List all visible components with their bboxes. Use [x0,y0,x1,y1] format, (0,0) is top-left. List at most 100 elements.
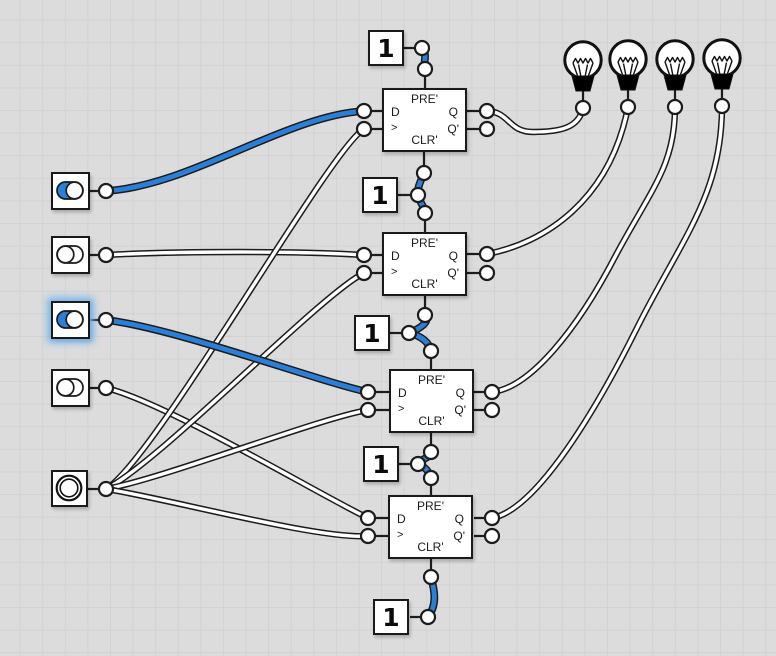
bulb-icon [702,38,742,90]
q-label: Q [448,249,458,263]
toggle-switch-3[interactable] [51,301,90,339]
toggle-switch-4[interactable] [51,369,90,407]
connection-ports [97,39,731,626]
q-label: Q [448,105,458,119]
pin-stubs [88,46,724,619]
constant-label: 1 [363,318,381,348]
clock-label: > [391,266,398,278]
connection-port[interactable] [409,186,427,204]
connection-port[interactable] [483,401,501,419]
pre-label: PRE' [418,373,445,387]
connection-port[interactable] [416,306,434,324]
connection-port[interactable] [355,120,373,138]
connection-port[interactable] [713,97,731,115]
light-bulb-3[interactable] [652,36,698,92]
toggle-on-icon [56,310,84,329]
light-bulb-4[interactable] [699,35,745,91]
connection-port[interactable] [422,443,440,461]
d-label: D [391,249,400,263]
wire-switch2-to-ff2-d[interactable] [106,252,364,255]
toggle-on-icon [56,181,84,200]
bulb-icon [608,39,648,91]
clr-label: CLR' [411,277,438,291]
q-not-label: Q' [447,266,459,280]
d-label: D [397,512,406,526]
connection-port[interactable] [574,99,592,117]
push-button-icon [55,474,83,502]
d-flip-flop-4[interactable]: PRE' D > Q Q' CLR' [388,495,473,559]
connection-port[interactable] [422,568,440,586]
constant-high-4[interactable]: 1 [363,446,399,482]
clr-label: CLR' [417,540,444,554]
constant-high-2[interactable]: 1 [362,177,398,213]
connection-port[interactable] [355,246,373,264]
constant-high-3[interactable]: 1 [354,315,390,351]
clock-label: > [391,122,398,134]
connection-port[interactable] [413,39,431,57]
connection-port[interactable] [416,204,434,222]
constant-label: 1 [372,449,390,479]
connection-port[interactable] [97,311,115,329]
light-bulb-2[interactable] [605,36,651,92]
connection-port[interactable] [478,264,496,282]
connection-port[interactable] [419,608,437,626]
wire-ff3-q-to-bulb3[interactable] [492,107,675,392]
wire-ff1-q-to-bulb1[interactable] [487,108,583,132]
connection-port[interactable] [97,480,115,498]
constant-high-5[interactable]: 1 [373,599,409,635]
connection-port[interactable] [422,469,440,487]
constant-label: 1 [377,33,395,63]
connection-port[interactable] [483,527,501,545]
q-not-label: Q' [453,529,465,543]
clock-label: > [397,529,404,541]
d-label: D [398,386,407,400]
light-bulb-1[interactable] [560,37,606,93]
connection-port[interactable] [359,401,377,419]
d-label: D [391,105,400,119]
toggle-off-icon [56,245,84,264]
connection-port[interactable] [415,164,433,182]
connection-port[interactable] [359,509,377,527]
connection-port[interactable] [478,120,496,138]
toggle-off-icon [56,378,84,397]
connection-port[interactable] [355,264,373,282]
q-label: Q [455,386,465,400]
d-flip-flop-1[interactable]: PRE' D > Q Q' CLR' [382,88,467,152]
connection-port[interactable] [400,324,418,342]
pre-label: PRE' [411,236,438,250]
bulb-icon [655,39,695,91]
pre-label: PRE' [417,499,444,513]
connection-port[interactable] [359,383,377,401]
toggle-switch-2[interactable] [51,236,90,274]
connection-port[interactable] [422,342,440,360]
bulb-icon [563,40,603,92]
clr-label: CLR' [418,414,445,428]
clock-label: > [398,403,405,415]
connection-port[interactable] [409,455,427,473]
q-label: Q [454,512,464,526]
constant-label: 1 [371,180,389,210]
connection-port[interactable] [483,509,501,527]
q-not-label: Q' [447,122,459,136]
pre-label: PRE' [411,92,438,106]
d-flip-flop-3[interactable]: PRE' D > Q Q' CLR' [389,369,474,433]
connection-port[interactable] [483,383,501,401]
push-button[interactable] [51,470,88,507]
connection-port[interactable] [478,102,496,120]
connection-port[interactable] [666,98,684,116]
toggle-switch-1[interactable] [51,172,90,210]
connection-port[interactable] [97,246,115,264]
connection-port[interactable] [416,60,434,78]
q-not-label: Q' [454,403,466,417]
connection-port[interactable] [478,245,496,263]
constant-high-1[interactable]: 1 [368,30,404,66]
d-flip-flop-2[interactable]: PRE' D > Q Q' CLR' [382,232,467,296]
connection-port[interactable] [97,379,115,397]
connection-port[interactable] [355,102,373,120]
connection-port[interactable] [359,527,377,545]
constant-label: 1 [382,602,400,632]
connection-port[interactable] [619,98,637,116]
connection-port[interactable] [97,182,115,200]
